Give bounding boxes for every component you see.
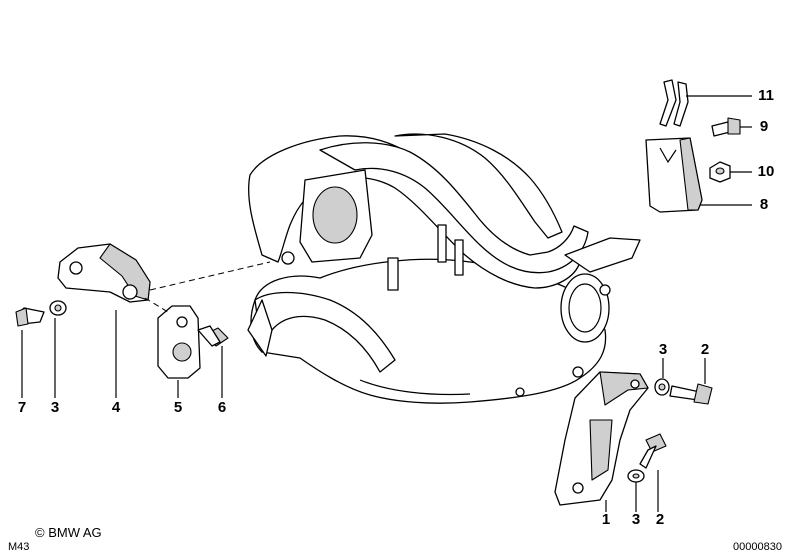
bolt-part-6 bbox=[197, 325, 229, 347]
bolt-part-9 bbox=[711, 117, 741, 137]
bracket-part-1 bbox=[554, 371, 649, 506]
callout-1: 1 bbox=[601, 511, 611, 528]
clip-part-11 bbox=[659, 79, 689, 127]
copyright-notice: © BMW AG bbox=[35, 525, 102, 540]
leader-lines bbox=[21, 95, 752, 512]
callout-6: 6 bbox=[217, 399, 227, 416]
callout-9: 9 bbox=[759, 118, 769, 135]
bolt-part-2-lower bbox=[639, 433, 667, 469]
callout-3-left: 3 bbox=[50, 399, 60, 416]
cover-part-8 bbox=[645, 137, 703, 213]
callout-4: 4 bbox=[111, 399, 121, 416]
callout-10: 10 bbox=[757, 163, 775, 180]
callout-11: 11 bbox=[758, 87, 774, 104]
diagram-number: 00000830 bbox=[733, 541, 782, 553]
washer-part-3-upper bbox=[654, 378, 670, 396]
bracket-part-4 bbox=[57, 243, 271, 303]
callout-8: 8 bbox=[759, 196, 769, 213]
callout-3-upper: 3 bbox=[658, 341, 668, 358]
callout-7: 7 bbox=[17, 399, 27, 416]
bolt-part-2-upper bbox=[669, 383, 713, 405]
model-code: M43 bbox=[8, 541, 30, 553]
washer-part-3-left bbox=[49, 300, 67, 316]
intake-manifold bbox=[247, 133, 641, 404]
callout-5: 5 bbox=[173, 399, 183, 416]
bolt-part-7 bbox=[15, 307, 45, 327]
nut-part-10 bbox=[709, 161, 731, 183]
callout-2-lower: 2 bbox=[655, 511, 665, 528]
plate-part-5 bbox=[144, 297, 201, 379]
washer-part-3-lower bbox=[627, 469, 645, 483]
callout-3-lower: 3 bbox=[631, 511, 641, 528]
callout-2-upper: 2 bbox=[700, 341, 710, 358]
